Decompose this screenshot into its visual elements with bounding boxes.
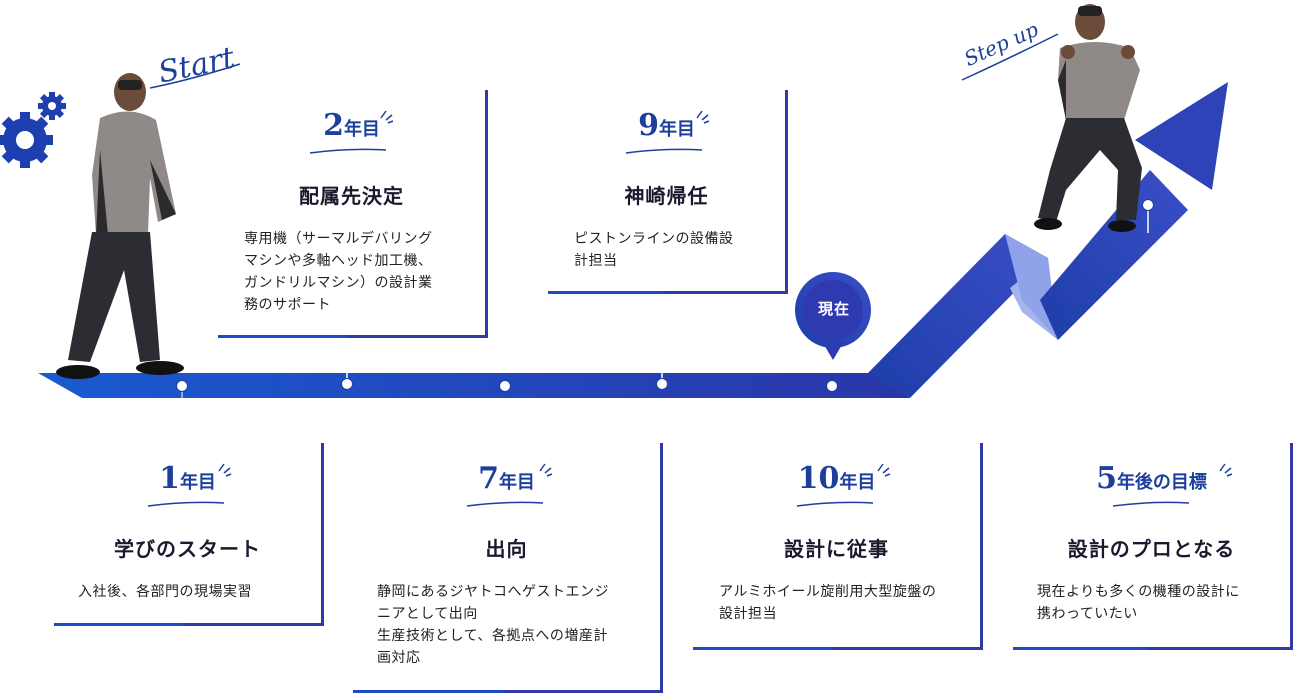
swash-underline [147,501,225,507]
year-label: 9年目 [638,108,695,143]
card-title: 学びのスタート [114,537,261,561]
card-desc: 専用機（サーマルデバリング マシンや多軸ヘッド加工機、 ガンドリルマシン）の設計… [244,231,433,313]
swash-underline [309,148,387,154]
gear-icon-small [38,92,66,120]
year-label: 10年目 [797,461,876,496]
timeline-dot-10 [826,380,838,392]
sparkle-icon [218,463,232,477]
sparkle-icon [1219,463,1233,477]
sparkle-icon [877,463,891,477]
now-pin [795,272,871,360]
swash-underline [625,148,703,154]
card-goal-5-years: 5年後の目標 設計のプロとなる 現在よりも多くの機種の設計に 携わっていたい [1013,443,1293,650]
card-year-9: 9年目 神崎帰任 ピストンラインの設備設 計担当 [548,90,788,294]
now-label: 現在 [817,300,850,318]
sparkle-icon [696,110,710,124]
swash-underline [466,501,544,507]
card-year-2: 2年目 配属先決定 専用機（サーマルデバリング マシンや多軸ヘッド加工機、 ガン… [218,90,488,338]
card-year-1: 1年目 学びのスタート 入社後、各部門の現場実習 [54,443,324,626]
card-desc: 入社後、各部門の現場実習 [78,584,252,600]
arrow-fold-side [1005,234,1058,340]
card-desc: アルミホイール旋削用大型旋盤の 設計担当 [719,584,937,622]
timeline-dot-goal [1142,199,1154,211]
arrow-rise-2 [1040,170,1188,340]
card-desc: 現在よりも多くの機種の設計に 携わっていたい [1037,584,1240,622]
jumping-person [1034,4,1142,232]
year-label: 7年目 [478,461,535,496]
card-title: 設計に従事 [784,537,889,561]
timeline-dot-9 [656,378,668,390]
card-year-7: 7年目 出向 静岡にあるジヤトコへゲストエンジ ニアとして出向 生産技術として、… [353,443,663,693]
card-year-10: 10年目 設計に従事 アルミホイール旋削用大型旋盤の 設計担当 [693,443,983,650]
card-desc: 静岡にあるジヤトコへゲストエンジ ニアとして出向 生産技術として、各拠点への増産… [377,584,609,666]
timeline-dot-2 [341,378,353,390]
card-title: 神崎帰任 [624,184,709,208]
timeline-dot-1 [176,380,188,392]
card-title: 配属先決定 [299,184,404,208]
swash-underline [1112,501,1190,507]
sparkle-icon [380,110,394,124]
card-desc: ピストンラインの設備設 計担当 [574,231,734,269]
gear-icon-large [0,112,53,168]
timeline-road [38,373,910,398]
walking-person [56,73,184,379]
arrow-head [1135,82,1228,190]
timeline-dot-7 [499,380,511,392]
arrow-rise-1 [868,234,1048,398]
year-label: 1年目 [159,461,216,496]
card-title: 設計のプロとなる [1067,537,1236,561]
card-title: 出向 [485,537,528,561]
year-label: 5年後の目標 [1096,461,1207,496]
swash-underline [796,501,874,507]
sparkle-icon [539,463,553,477]
year-label: 2年目 [323,108,380,143]
